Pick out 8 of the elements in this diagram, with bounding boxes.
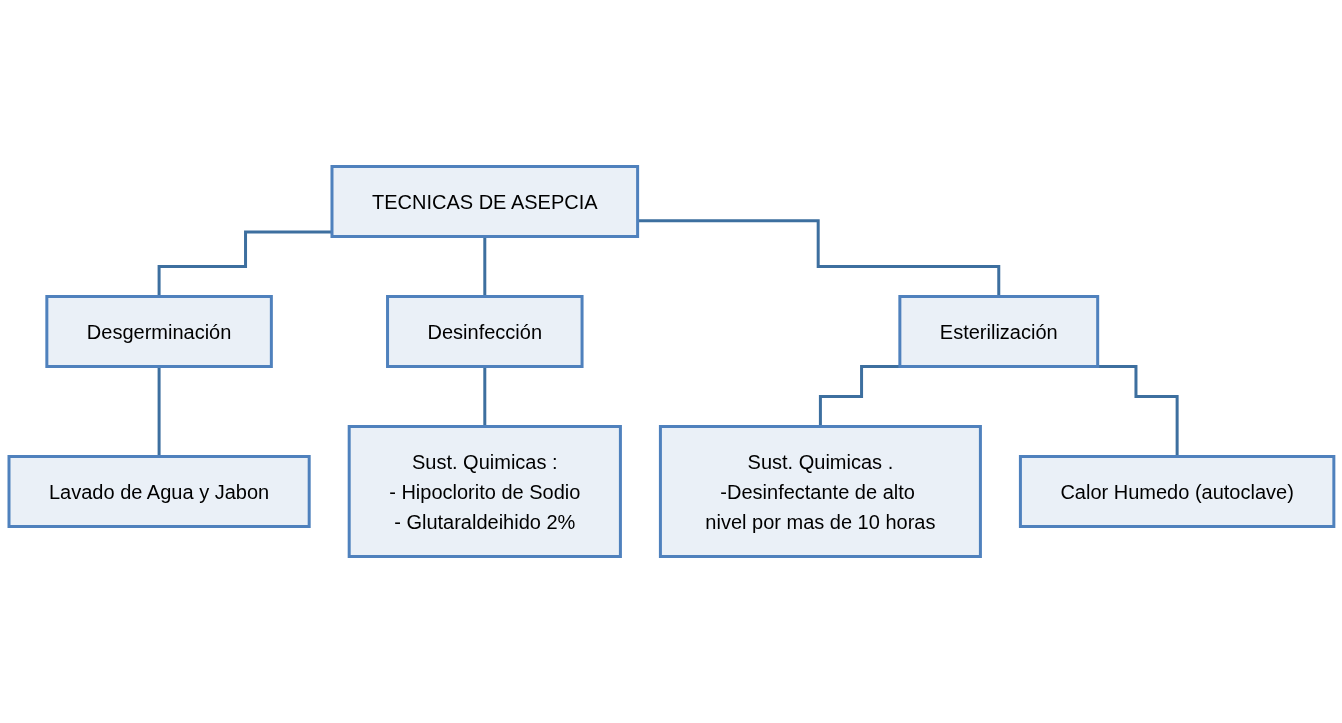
- node-box: Lavado de Agua y Jabon: [7, 455, 311, 528]
- node-box: TECNICAS DE ASEPCIA: [330, 165, 639, 238]
- node-box: Calor Humedo (autoclave): [1018, 455, 1335, 528]
- node-box: Esterilización: [897, 295, 1099, 368]
- node-box: Desgerminación: [44, 295, 273, 368]
- node-box: Desinfección: [385, 295, 584, 368]
- node-box: Sust. Quimicas . -Desinfectante de alto nivel por mas de 10 horas: [658, 425, 982, 558]
- node-box: Sust. Quimicas : - Hipoclorito de Sodio - Glutaraldeihido 2%: [347, 425, 622, 558]
